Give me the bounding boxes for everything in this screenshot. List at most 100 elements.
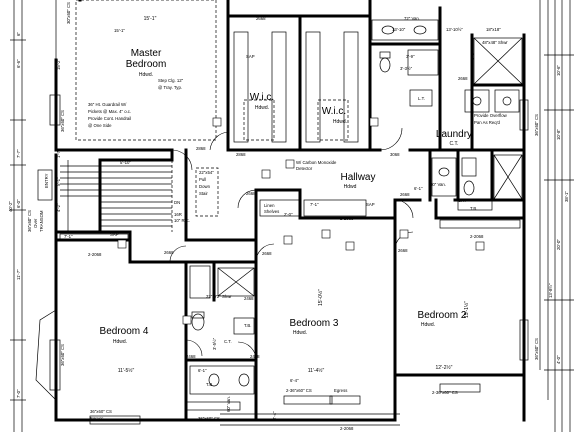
dim-d13: 6'-3" — [470, 51, 475, 60]
dim-d4: 6'-4" — [290, 378, 299, 383]
note-cs-bed4: 36"x60" CS — [90, 409, 112, 414]
bedroom-2-name: Bedroom 2 — [418, 310, 467, 321]
laundry-floor: C.T. — [450, 141, 459, 147]
dim-l6: 1'-7" — [56, 149, 61, 158]
note-cs-bath: 36"x60" CS — [198, 416, 220, 421]
bedroom-4-floor: Hdwd. — [113, 339, 127, 345]
dim-l9: 7'-0" — [16, 389, 21, 398]
note-sap-1: SAP — [246, 54, 255, 59]
door-2668-hall: 2668 — [246, 191, 256, 196]
note-entry-2: Over — [33, 218, 38, 228]
note-pulldown-4: Stair — [199, 191, 208, 196]
note-stair-rc: 10" R.C. — [174, 218, 190, 223]
door-2668-bed4: 2668 — [164, 250, 174, 255]
note-pulldown-1: 22"x54" — [199, 170, 214, 175]
dim-r4: 38'-1" — [564, 191, 569, 202]
note-guardrail-4: @ One Side — [88, 123, 112, 128]
note-window-left: 36"x60" CS — [60, 110, 65, 132]
note-upper-left: 30"x60" CS — [66, 2, 71, 24]
door-2868-top2: 2868 — [236, 152, 246, 157]
note-guardrail-1: 36" Ht. Guardrail W/ — [88, 102, 127, 107]
dim-l1: 6" — [16, 32, 21, 36]
master-bedroom-name-1: Master — [131, 48, 162, 59]
note-vanity-72: 72" Van. — [404, 16, 420, 21]
master-bedroom-name-2: Bedroom — [126, 59, 167, 70]
dim-r2: 10'-8" — [556, 129, 561, 140]
dim-d2: 6'-1" — [198, 368, 207, 373]
note-ct-bath: C.T. — [224, 339, 232, 344]
dim-d8: 7'-1" — [310, 202, 319, 207]
walls — [54, 0, 526, 422]
door-swings — [169, 127, 414, 361]
room-labels: Master Bedroom Hdwd. 15'-1" W.i.c. Hdwd.… — [100, 16, 473, 374]
fixtures-lines — [35, 0, 529, 425]
dimension-lines — [10, 0, 574, 432]
door-2-2068-a: 2-2068 — [88, 252, 102, 257]
master-bedroom-dim: 15'-1" — [144, 16, 157, 22]
note-sap-2: SAP — [110, 232, 119, 237]
note-c2: 13'-10½" — [446, 27, 463, 32]
note-18x18: 18"x18" — [486, 27, 501, 32]
note-ct-hall: C.T. — [458, 198, 466, 203]
dim-d10: 3'-9" — [406, 54, 415, 59]
note-vanity-30: 30" Van. — [430, 182, 446, 187]
note-tb-center: T.B. — [244, 323, 251, 328]
door-2468-bath: 2468 — [244, 296, 254, 301]
hallway-floor: Hdwd — [344, 184, 357, 190]
dim-d3: 7'-1" — [64, 234, 73, 239]
bedroom-3-name: Bedroom 3 — [290, 318, 339, 329]
bedroom-3-width: 11'-4½" — [308, 367, 325, 374]
dim-l8: 11'-7" — [16, 269, 21, 280]
note-entry-3: TRANSOM — [39, 210, 44, 232]
dim-d11: 2'-4" — [272, 411, 277, 420]
hallway-name: Hallway — [340, 172, 375, 183]
door-2-2068-b: 2-2068 — [340, 216, 354, 221]
note-guardrail-2: Pickets @ Max. 4" o.c. — [88, 109, 131, 114]
dim-l10: 6'-0" — [16, 199, 21, 208]
note-stair-dn: DN — [174, 200, 180, 205]
note-tray: @ Tray. Typ. — [158, 85, 182, 90]
wic-left-name: W.i.c. — [250, 92, 274, 103]
note-overflow-2: Pan As Req'd — [474, 120, 501, 125]
wic-left-floor: Hdwd. — [255, 105, 269, 111]
dim-d14: 3'-3½" — [400, 66, 413, 71]
bedroom-2-width: 12'-2½" — [436, 364, 453, 371]
bedroom-4-width: 11'-5½" — [118, 367, 135, 374]
note-entry-1: 36"x60" CS — [27, 210, 32, 232]
note-linen-1: Linen — [264, 203, 275, 208]
master-bedroom-floor: Hdwd. — [139, 72, 153, 78]
note-shower-32: 32"x72" Shwr — [206, 294, 232, 299]
note-cs-bed2: 2-36"x60" CS — [432, 390, 458, 395]
door-2868-master: 2868 — [196, 146, 206, 151]
annotations: Step Clg. 12" @ Tray. Typ. 36" Ht. Guard… — [27, 2, 539, 421]
note-stair-r: 16R — [174, 212, 182, 217]
door-2468-b: 2468 — [250, 354, 260, 359]
note-window-right: 36"x60" CS — [534, 114, 539, 136]
note-lt: L.T. — [418, 96, 425, 101]
note-smoke-1: W/ Carbon Monoxide — [296, 160, 337, 165]
door-2668-bed3: 2668 — [262, 251, 272, 256]
note-guardrail-3: Provide Cont. Handrail — [88, 116, 131, 121]
fixture-symbols — [117, 117, 485, 325]
dim-l3: 15'-2" — [56, 59, 61, 70]
dim-l2: 6'-6" — [16, 59, 21, 68]
note-window-bay: 36"x60" CS — [60, 344, 65, 366]
dim-d6: 13'-10" — [392, 27, 406, 32]
dim-r6: 13'-8½" — [548, 283, 553, 298]
wic-right-floor: Hdwd. — [333, 119, 347, 125]
note-pulldown-2: Pull — [199, 177, 206, 182]
bedroom-2-floor: Hdwd. — [421, 322, 435, 328]
note-tb-hall: T.B. — [470, 206, 477, 211]
note-sap-3: SAP — [366, 202, 375, 207]
note-step-ceiling: Step Clg. 12" — [158, 78, 184, 83]
door-2668-hall2: 2668 — [400, 192, 410, 197]
door-3068: 3068 — [390, 152, 400, 157]
note-vanity-60: 60" Van. — [226, 396, 231, 412]
bedroom-2-depth: 15'-1½" — [463, 301, 470, 318]
dim-d7: 6'-1" — [414, 186, 423, 191]
dimension-labels: 6" 6'-6" 15'-2" 7'-7" 5'-1" 1'-7" 4'-2" … — [8, 27, 569, 431]
dim-d9: 2-2068 — [340, 426, 354, 431]
dim-l11: 40'-2" — [8, 201, 13, 212]
door-2468-a: 2468 — [186, 354, 196, 359]
